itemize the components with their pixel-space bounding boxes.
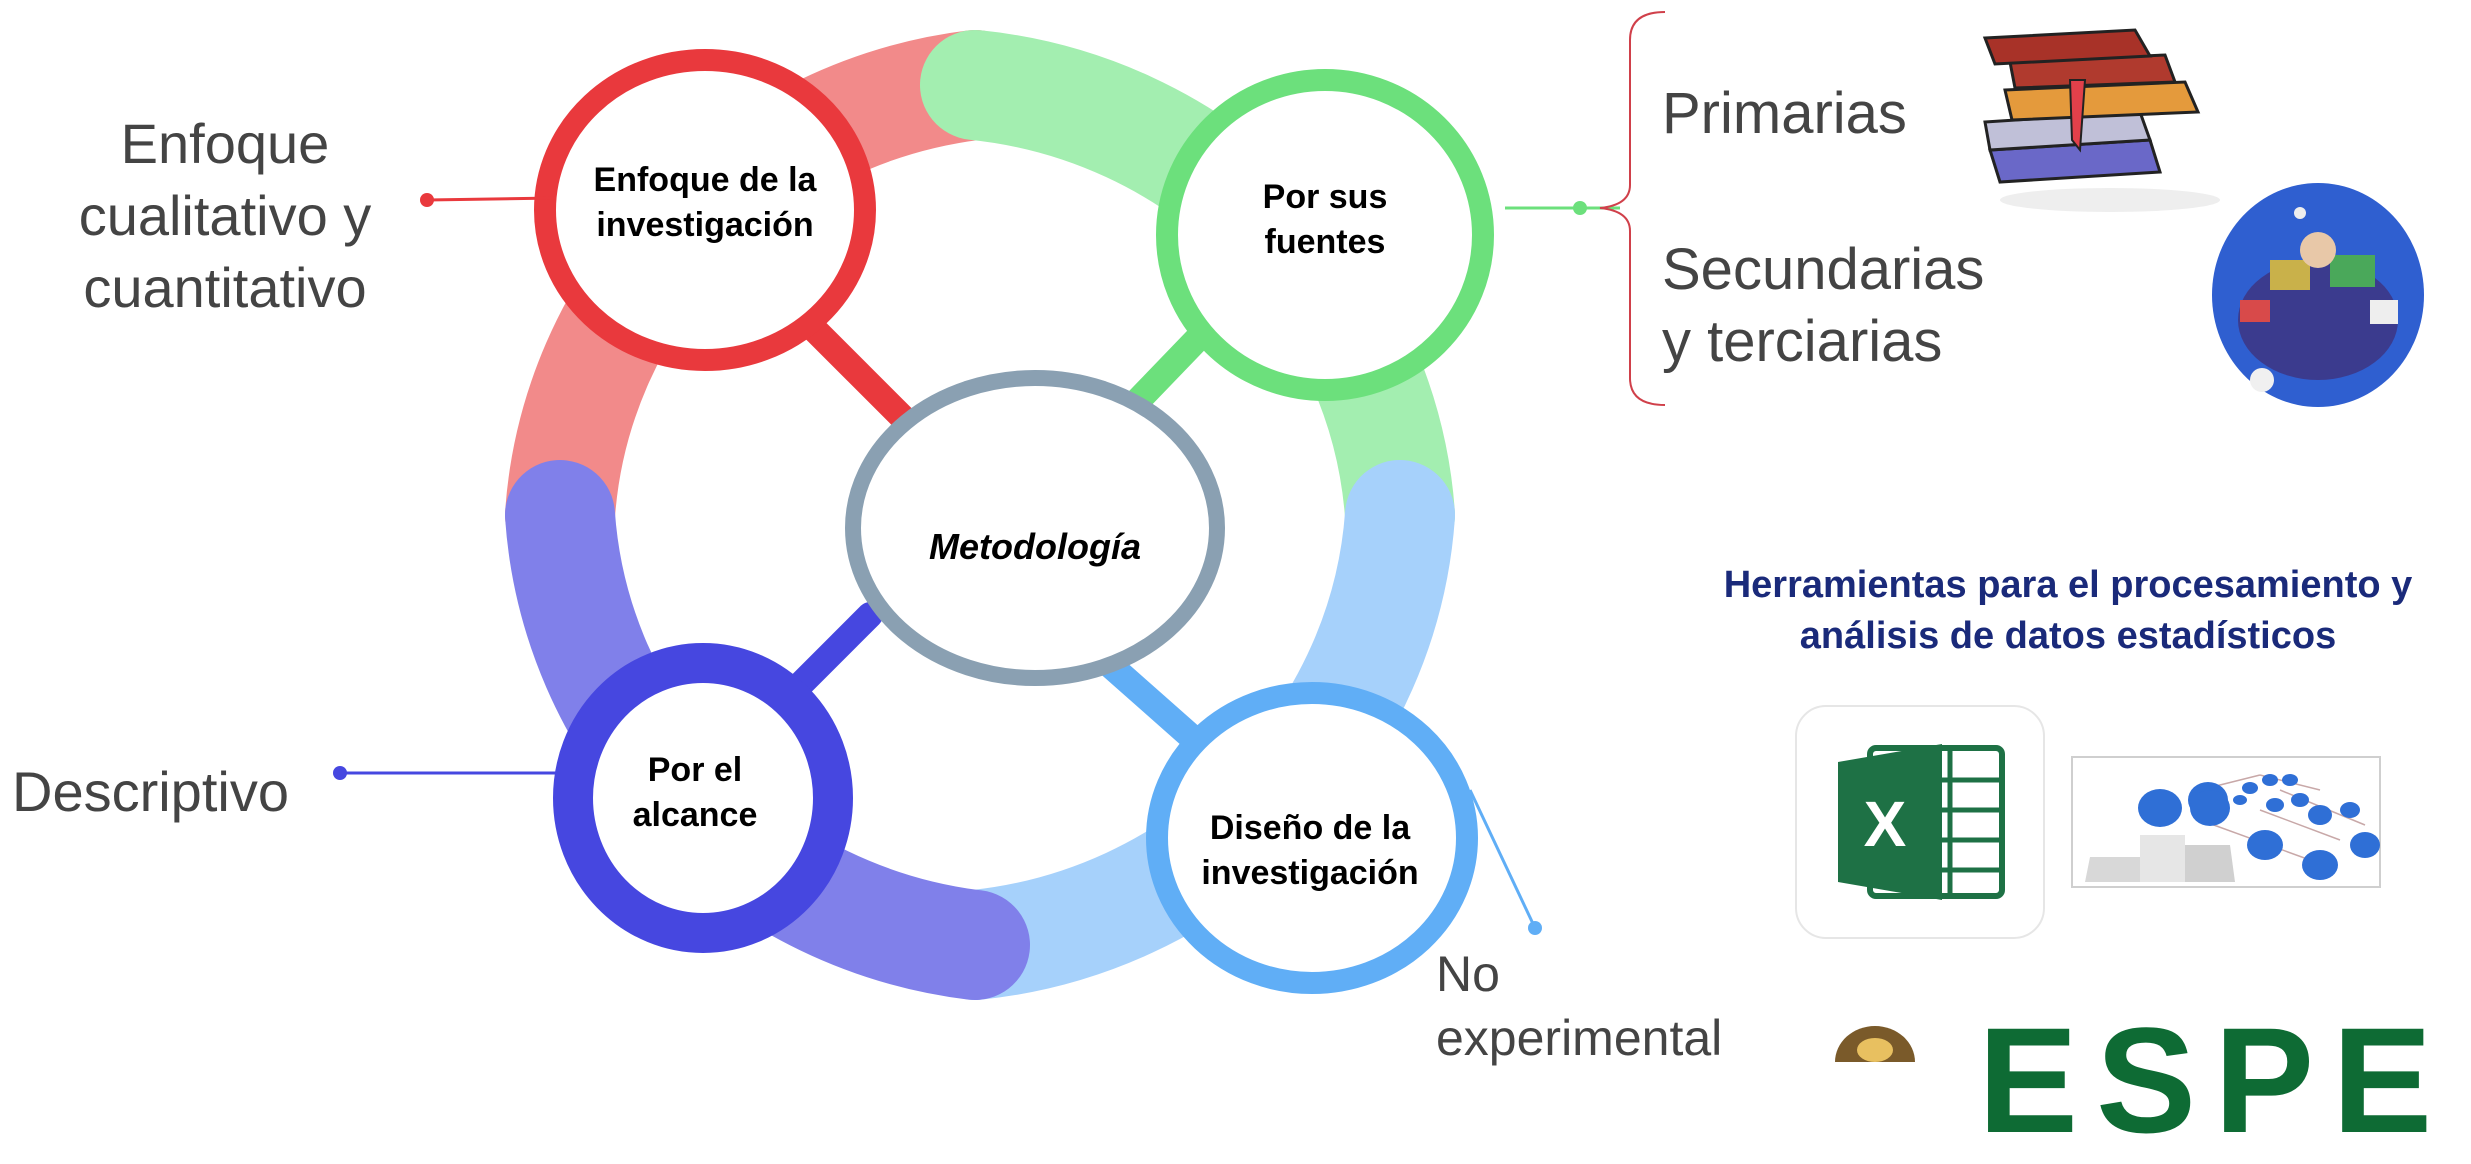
espe-logo [1835, 1026, 1915, 1062]
ranking-network-icon [2071, 756, 2381, 888]
connector-enfoque-dot [420, 193, 434, 207]
outcome-enfoque: Enfoque cualitativo y cuantitativo [78, 112, 372, 319]
outcome-secundarias: Secundarias y terciarias [1662, 237, 1985, 374]
connectors [333, 11, 1666, 935]
node-diseno-circle [1146, 682, 1478, 994]
center-label: Metodología [929, 526, 1141, 567]
node-circles [534, 49, 1494, 994]
books-clipart [1982, 28, 2220, 212]
connector-fuentes-dot [1573, 201, 1587, 215]
outcome-alcance: Descriptivo [12, 760, 289, 823]
excel-icon: X [1795, 705, 2045, 939]
connector-diseno-dot [1528, 921, 1542, 935]
node-label-alcance: Por el alcance [632, 751, 758, 834]
connector-enfoque [426, 196, 556, 202]
node-alcance-circle [553, 643, 853, 953]
node-label-enfoque: Enfoque de la investigación [593, 161, 817, 244]
fuentes-brace [1599, 11, 1666, 406]
node-enfoque-circle [534, 49, 876, 371]
outcome-diseno: No experimental [1436, 946, 1723, 1066]
node-fuentes-circle [1156, 69, 1494, 401]
svg-text:X: X [1864, 788, 1907, 860]
tools-heading: Herramientas para el procesamiento y aná… [1723, 564, 2413, 657]
outcome-primarias: Primarias [1662, 81, 1907, 146]
connector-diseno [1468, 789, 1537, 929]
connector-alcance-dot [333, 766, 347, 780]
slide: X Enfoque de la investigación Por sus fu… [12, 11, 2432, 1155]
methodology-diagram: X [333, 11, 2424, 1062]
researcher-clipart [2212, 183, 2424, 407]
center-circle [845, 370, 1225, 686]
node-label-diseno: Diseño de la investigación [1201, 809, 1419, 892]
espe-logo-text: ESPE [1978, 996, 2451, 1164]
node-label-fuentes: Por sus fuentes [1262, 178, 1388, 261]
